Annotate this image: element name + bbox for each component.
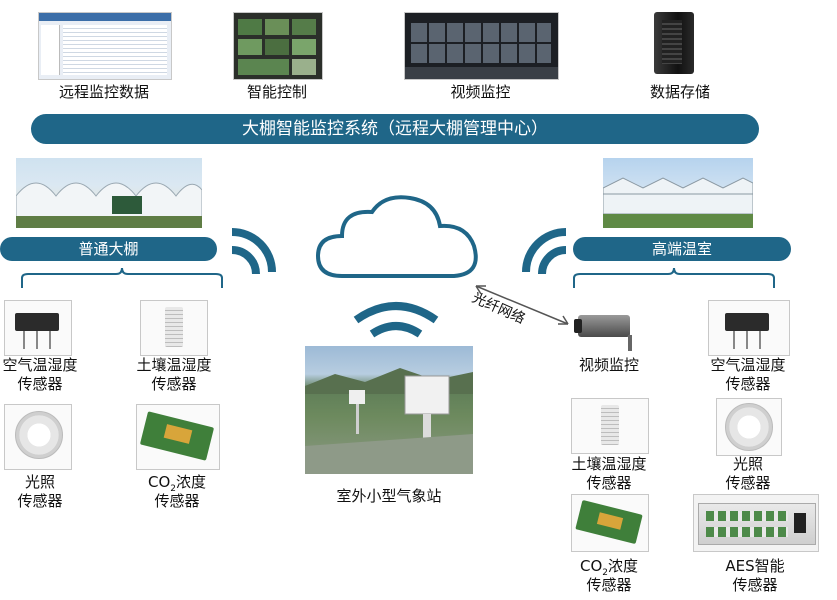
right-item-2-line1: 空气温湿度 <box>710 356 786 374</box>
right-item-1-line1: 视频监控 <box>578 356 639 374</box>
right-brace <box>573 267 775 288</box>
fiber-network-arrow <box>475 285 569 325</box>
remote-data-screenshot <box>38 12 172 80</box>
air-temp-humidity-sensor-image <box>4 300 72 356</box>
greenhouse-photo <box>16 158 202 228</box>
center-wireless-icon <box>353 302 439 338</box>
left-sensor-2-line2: 传感器 <box>151 375 197 393</box>
remote-data-label: 远程监控数据 <box>58 83 149 101</box>
smart-control-label: 智能控制 <box>246 83 307 101</box>
right-item-5-line1: CO2浓度 <box>579 557 639 579</box>
smart-control-screenshot <box>233 12 323 80</box>
left-sensor-1-line2: 传感器 <box>17 375 63 393</box>
left-sensor-3-line2: 传感器 <box>17 492 63 510</box>
left-sensor-4-line2: 传感器 <box>154 492 200 510</box>
left-sensor-3-line1: 光照 <box>24 473 55 491</box>
soil-temp-humidity-sensor-image <box>140 300 208 356</box>
right-wireless-icon <box>522 228 567 275</box>
right-item-3-line1: 土壤温湿度 <box>571 455 647 473</box>
high-end-greenhouse-photo <box>603 158 753 228</box>
right-item-5-line2: 传感器 <box>586 576 632 594</box>
weather-station-label: 室外小型气象站 <box>336 487 442 505</box>
cloud-icon <box>315 195 478 278</box>
video-monitor-label: 视频监控 <box>450 83 511 101</box>
data-storage-label: 数据存储 <box>649 83 710 101</box>
aes-sensor-device-image <box>693 494 819 552</box>
right-item-6-line1: AES智能 <box>725 557 785 575</box>
left-brace <box>21 267 223 288</box>
right-item-4-line1: 光照 <box>732 455 763 473</box>
left-sensor-1-line1: 空气温湿度 <box>2 356 78 374</box>
video-wall-photo <box>404 12 559 80</box>
left-wireless-icon <box>231 228 276 275</box>
right-light-sensor-image <box>716 398 782 456</box>
right-soil-temp-humidity-sensor-image <box>571 398 649 454</box>
co2-sensor-image <box>136 404 220 470</box>
system-banner: 大棚智能监控系统（远程大棚管理中心） <box>31 114 759 144</box>
right-air-temp-humidity-sensor-image <box>708 300 790 356</box>
right-item-2-line2: 传感器 <box>725 375 771 393</box>
right-item-6-line2: 传感器 <box>732 576 778 594</box>
right-item-4-line2: 传感器 <box>725 474 771 492</box>
ordinary-greenhouse-title: 普通大棚 <box>0 237 217 261</box>
left-sensor-4-line1: CO2浓度 <box>147 473 207 495</box>
light-sensor-image <box>4 404 72 470</box>
right-co2-sensor-image <box>571 494 649 552</box>
server-icon <box>654 12 694 74</box>
left-sensor-2-line1: 土壤温湿度 <box>136 356 212 374</box>
weather-station-photo <box>305 346 473 474</box>
video-camera-image <box>571 300 649 356</box>
right-item-3-line2: 传感器 <box>586 474 632 492</box>
high-end-greenhouse-title: 高端温室 <box>573 237 791 261</box>
